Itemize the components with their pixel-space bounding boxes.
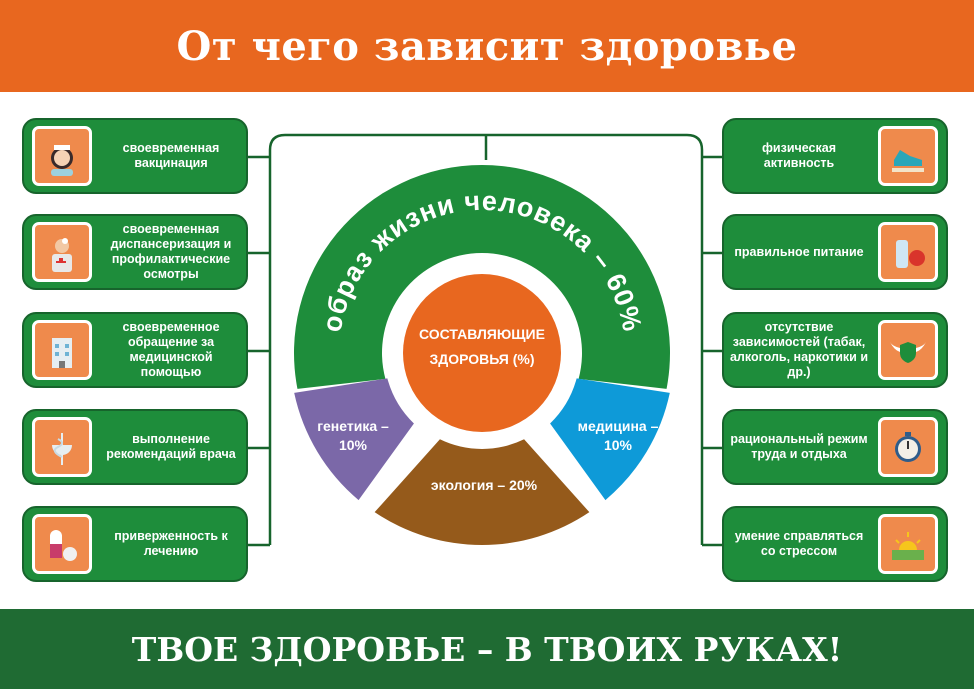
- genetics-label: 10%: [339, 437, 368, 453]
- left-factor-card: выполнение рекомендаций врача: [22, 409, 248, 485]
- winged-shield-icon: [878, 320, 938, 380]
- left-factor-card: своевременная вакцинация: [22, 118, 248, 194]
- right-factor-card: рациональный режим труда и отдыха: [722, 409, 948, 485]
- factor-label: физическая активность: [761, 141, 837, 170]
- medicine-label: 10%: [604, 437, 633, 453]
- factor-label: приверженность к лечению: [114, 529, 228, 558]
- water-apple-icon: [878, 222, 938, 282]
- left-factor-card: своевременное обращение за медицинской п…: [22, 312, 248, 388]
- left-factor-card: приверженность к лечению: [22, 506, 248, 582]
- core-circle: [403, 274, 561, 432]
- ecology-segment: [374, 439, 590, 545]
- medicine-label: медицина –: [578, 418, 659, 434]
- header-banner: От чего зависит здоровье: [0, 0, 974, 92]
- factor-label: своевременная вакцинация: [122, 141, 220, 170]
- core-label: СОСТАВЛЯЮЩИЕ: [419, 326, 545, 342]
- sneaker-icon: [878, 126, 938, 186]
- sunrise-icon: [878, 514, 938, 574]
- factor-label: рациональный режим труда и отдыха: [730, 432, 868, 461]
- right-factor-card: правильное питание: [722, 214, 948, 290]
- right-factor-card: физическая активность: [722, 118, 948, 194]
- factor-label: правильное питание: [734, 244, 864, 259]
- hospital-icon: [32, 320, 92, 380]
- stopwatch-icon: [878, 417, 938, 477]
- factor-label: своевременное обращение за медицинской п…: [122, 320, 220, 379]
- medicine-snake-bowl-icon: [32, 417, 92, 477]
- right-factor-card: умение справляться со стрессом: [722, 506, 948, 582]
- factor-label: отсутствие зависимостей (табак, алкоголь…: [729, 320, 868, 379]
- nurse-icon: [32, 126, 92, 186]
- core-label: ЗДОРОВЬЯ (%): [429, 351, 534, 367]
- factor-label: умение справляться со стрессом: [734, 529, 864, 558]
- right-factor-card: отсутствие зависимостей (табак, алкоголь…: [722, 312, 948, 388]
- genetics-label: генетика –: [317, 418, 389, 434]
- footer-banner: ТВОЕ ЗДОРОВЬЕ – В ТВОИХ РУКАХ!: [0, 609, 974, 689]
- ecology-label: экология – 20%: [431, 477, 538, 493]
- doctor-icon: [32, 222, 92, 282]
- left-factor-card: своевременная диспансеризация и профилак…: [22, 214, 248, 290]
- factor-label: выполнение рекомендаций врача: [106, 432, 236, 461]
- factor-label: своевременная диспансеризация и профилак…: [110, 222, 232, 281]
- page-title: От чего зависит здоровье: [176, 22, 798, 70]
- medicine-segment: [550, 378, 670, 501]
- pills-icon: [32, 514, 92, 574]
- slogan: ТВОЕ ЗДОРОВЬЕ – В ТВОИХ РУКАХ!: [131, 629, 843, 669]
- genetics-segment: [294, 378, 414, 501]
- lifestyle-segment: [294, 164, 671, 389]
